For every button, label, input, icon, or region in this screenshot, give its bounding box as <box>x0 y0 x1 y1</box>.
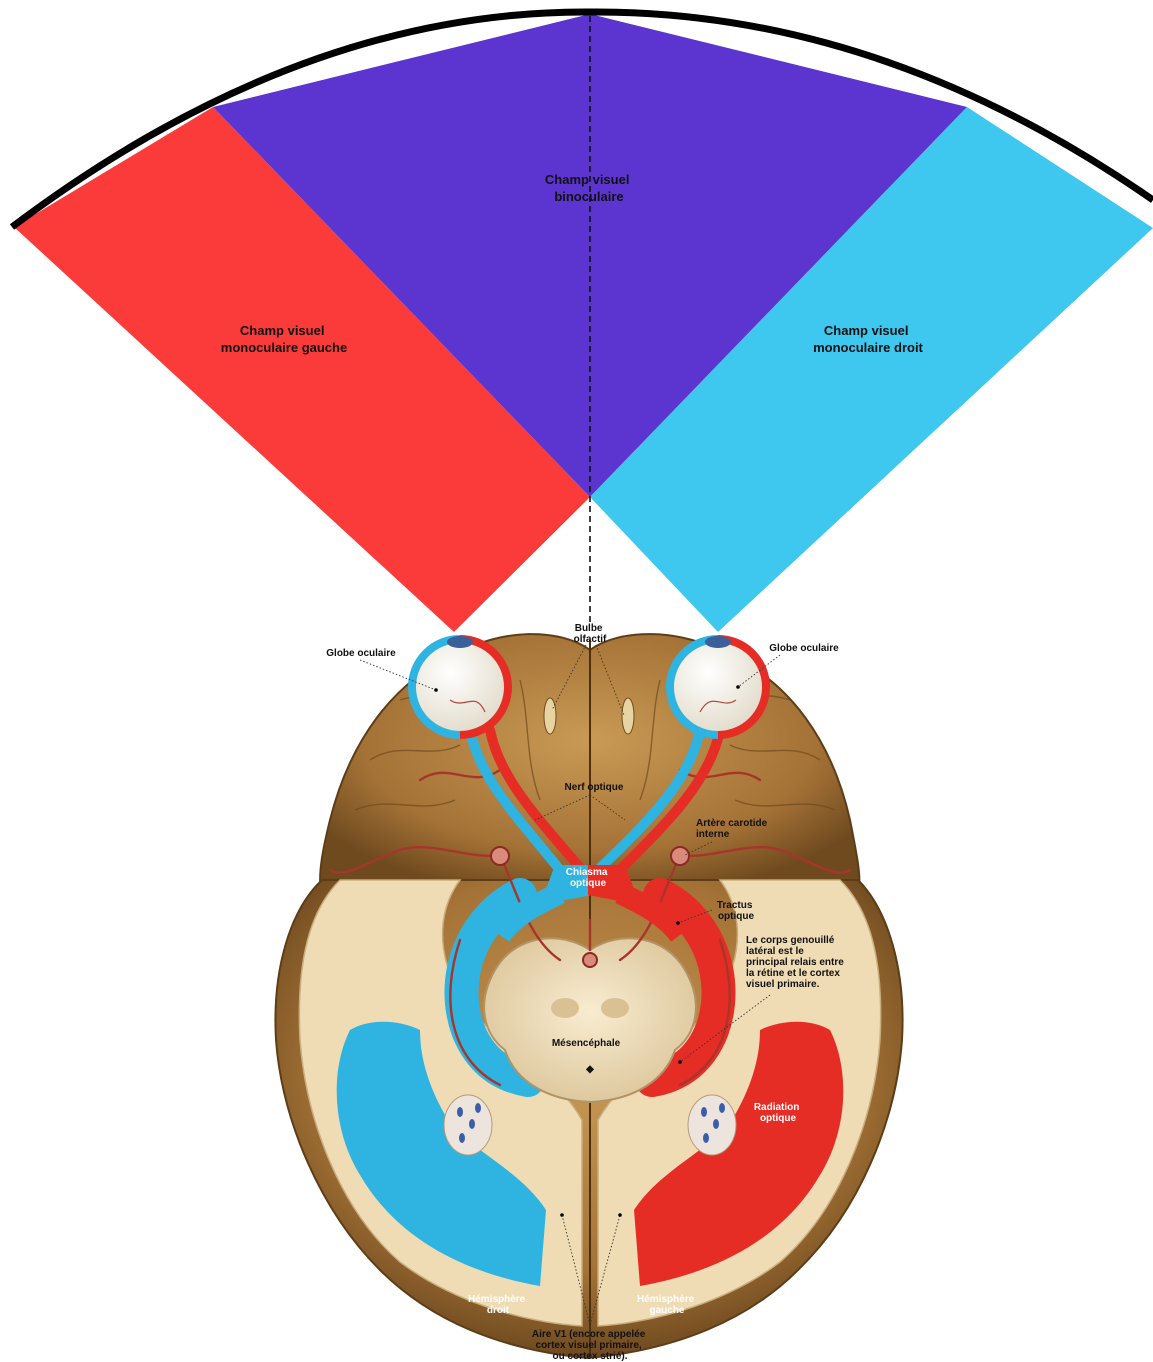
visual-field-fan <box>12 12 1153 632</box>
label-v1-area: Aire V1 (encore appelée cortex visuel pr… <box>532 1329 648 1362</box>
eyeball-right <box>670 636 766 735</box>
label-midbrain: Mésencéphale <box>552 1038 621 1049</box>
label-eyeball-left: Globe oculaire <box>326 648 396 659</box>
brain-illustration: ◆ <box>275 634 902 1358</box>
carotid-artery-left <box>491 847 509 865</box>
midbrain-peduncle-right <box>601 998 629 1018</box>
label-optic-chiasma: Chiasma optique <box>566 867 610 889</box>
olfactory-bulb-right <box>622 698 634 734</box>
label-optic-nerve: Nerf optique <box>565 782 624 793</box>
label-olfactory-bulb: Bulbe olfactif <box>574 623 607 645</box>
label-optic-radiation: Radiation optique <box>754 1102 802 1124</box>
right-monocular-line1: Champ visuel <box>824 323 909 338</box>
carotid-artery-right <box>671 847 689 865</box>
midbrain-peduncle-left <box>551 998 579 1018</box>
right-monocular-line2: monoculaire droit <box>813 340 923 355</box>
left-monocular-line2: monoculaire gauche <box>221 340 347 355</box>
label-optic-tract: Tractus optique <box>717 900 755 922</box>
olfactory-bulb-left <box>544 698 556 734</box>
eyeball-left <box>412 636 508 735</box>
binocular-line2: binoculaire <box>554 189 623 204</box>
hippocampus-right <box>688 1095 736 1155</box>
label-eyeball-right: Globe oculaire <box>769 643 839 654</box>
basilar-artery <box>583 953 597 967</box>
hippocampus-left <box>444 1095 492 1155</box>
aqueduct-marker: ◆ <box>585 1064 594 1075</box>
left-monocular-line1: Champ visuel <box>240 323 325 338</box>
binocular-line1: Champ visuel <box>545 172 630 187</box>
